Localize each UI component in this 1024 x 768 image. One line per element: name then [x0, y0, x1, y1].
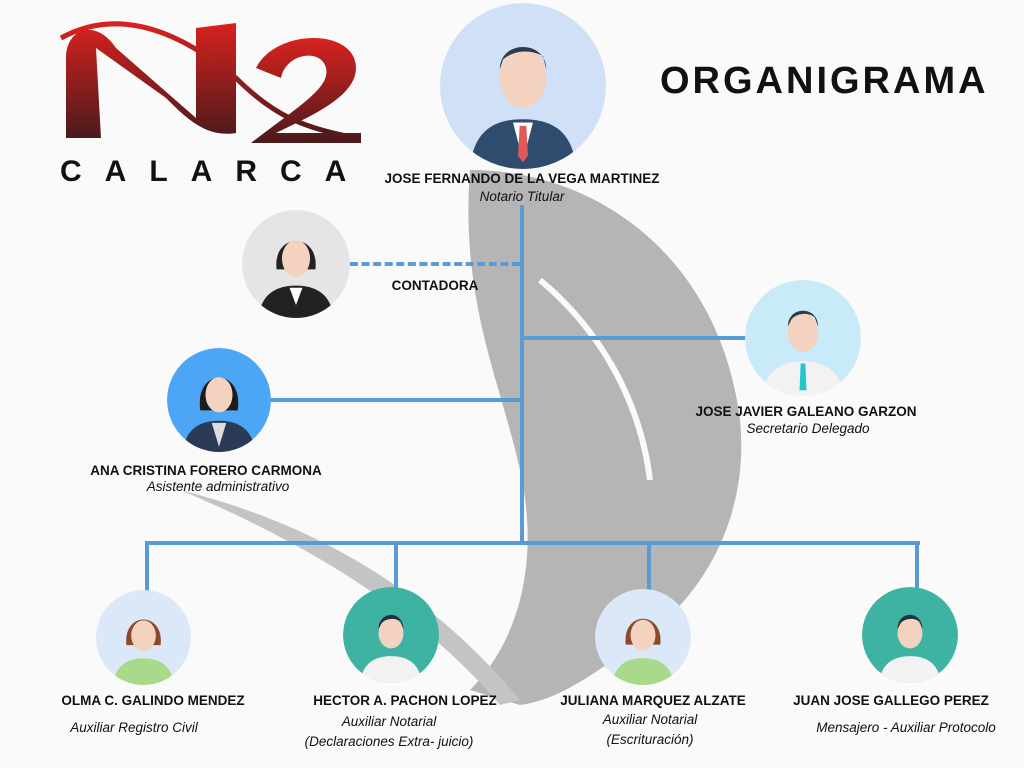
staff-name: JUAN JOSE GALLEGO PEREZ: [793, 693, 989, 708]
connector-asistente: [268, 398, 522, 402]
avatar-asistente: [167, 348, 271, 452]
asistente-name: ANA CRISTINA FORERO CARMONA: [90, 463, 322, 478]
notario-role: Notario Titular: [479, 189, 565, 204]
staff-name: JULIANA MARQUEZ ALZATE: [560, 693, 746, 708]
staff-role: Auxiliar Notarial: [602, 712, 698, 727]
asistente-role: Asistente administrativo: [146, 479, 290, 494]
notario-name: JOSE FERNANDO DE LA VEGA MARTINEZ: [384, 171, 660, 186]
avatar-notario: [440, 3, 606, 169]
logo-mark: [59, 21, 361, 143]
avatar-olma: [96, 590, 191, 685]
staff-name: OLMA C. GALINDO MENDEZ: [61, 693, 245, 708]
connector-staff-1: [145, 541, 149, 593]
avatar-juan: [862, 587, 958, 683]
logo: CALARCA: [56, 8, 368, 188]
connector-staff-4: [915, 541, 919, 589]
avatar-juliana: [595, 589, 691, 685]
staff-name: HECTOR A. PACHON LOPEZ: [313, 693, 497, 708]
connector-secretario: [522, 336, 747, 340]
page-title: ORGANIGRAMA: [660, 60, 989, 102]
connector-staff-horizontal: [145, 541, 920, 545]
avatar-secretario: [745, 280, 861, 396]
staff-role-detail: (Declaraciones Extra- juicio): [304, 734, 474, 749]
logo-subtitle: CALARCA: [60, 155, 370, 188]
staff-role: Auxiliar Registro Civil: [70, 720, 198, 735]
contadora-label: CONTADORA: [391, 278, 479, 293]
connector-staff-2: [394, 541, 398, 589]
connector-main-vertical: [520, 205, 524, 545]
connector-staff-3: [647, 541, 651, 591]
secretario-name: JOSE JAVIER GALEANO GARZON: [695, 404, 917, 419]
secretario-role: Secretario Delegado: [746, 421, 870, 436]
avatar-contadora: [242, 210, 350, 318]
staff-role: Auxiliar Notarial: [341, 714, 437, 729]
avatar-hector: [343, 587, 439, 683]
staff-role-detail: (Escrituración): [606, 732, 694, 747]
connector-contadora-dashed: [350, 262, 520, 266]
staff-role: Mensajero - Auxiliar Protocolo: [816, 720, 996, 735]
